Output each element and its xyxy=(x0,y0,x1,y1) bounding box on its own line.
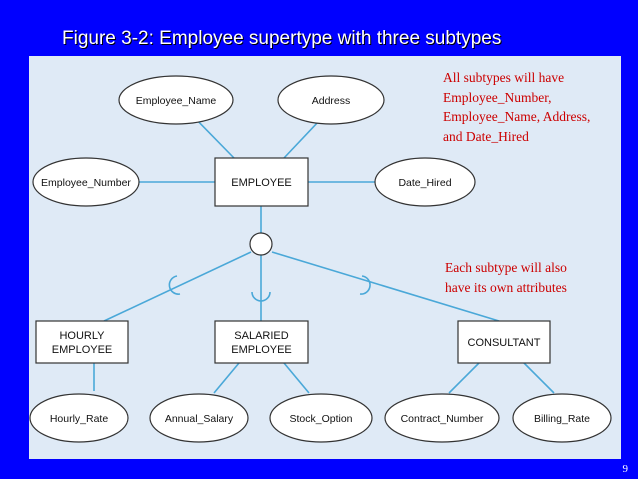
line-annual-salary xyxy=(213,362,240,394)
line-contract-number xyxy=(448,362,480,394)
slide-title: Figure 3-2: Employee supertype with thre… xyxy=(62,28,502,49)
attr-stock-option xyxy=(269,393,373,443)
entity-salaried-employee-label-2: EMPLOYEE xyxy=(231,344,292,356)
note-shared-attributes: All subtypes will have Employee_Number, … xyxy=(443,70,591,144)
subset-symbol-consultant xyxy=(359,275,371,295)
entity-employee xyxy=(214,157,309,207)
line-stock-option xyxy=(283,362,310,394)
subset-symbol-hourly xyxy=(168,275,181,295)
line-circle-hourly xyxy=(103,251,252,322)
entity-salaried-employee xyxy=(214,320,309,364)
subset-symbol-salaried xyxy=(251,291,271,302)
attr-billing-rate xyxy=(512,393,612,443)
entity-consultant-label: CONSULTANT xyxy=(468,337,541,349)
attr-annual-salary xyxy=(149,393,249,443)
diagram-panel: EMPLOYEE Employee_Name Address Employee_… xyxy=(29,56,621,459)
entity-employee-label: EMPLOYEE xyxy=(231,177,292,189)
page-number: 9 xyxy=(622,463,629,475)
attr-address-label: Address xyxy=(312,95,351,107)
entity-hourly-employee-label-1: HOURLY xyxy=(59,330,105,342)
line-billing-rate xyxy=(523,362,555,394)
entity-hourly-employee-label-2: EMPLOYEE xyxy=(52,344,113,356)
attr-date-hired xyxy=(374,157,476,207)
attr-stock-option-label: Stock_Option xyxy=(289,413,352,425)
attr-employee-number-label: Employee_Number xyxy=(41,177,131,189)
entity-hourly-employee xyxy=(35,320,129,364)
line-circle-consultant xyxy=(271,251,500,322)
note-own-attributes: Each subtype will also have its own attr… xyxy=(445,260,567,295)
attr-annual-salary-label: Annual_Salary xyxy=(165,413,234,425)
attr-address xyxy=(277,75,385,125)
attr-date-hired-label: Date_Hired xyxy=(398,177,451,189)
attr-contract-number-label: Contract_Number xyxy=(401,413,484,425)
entity-consultant xyxy=(457,320,551,364)
er-diagram: EMPLOYEE Employee_Name Address Employee_… xyxy=(29,75,612,443)
attr-contract-number xyxy=(384,393,500,443)
attr-employee-number xyxy=(32,157,140,207)
subtype-circle xyxy=(249,232,273,256)
attr-hourly-rate xyxy=(29,393,129,443)
attr-hourly-rate-label: Hourly_Rate xyxy=(50,413,109,425)
attr-employee-name-label: Employee_Name xyxy=(136,95,217,107)
attr-employee-name xyxy=(118,75,234,125)
attr-billing-rate-label: Billing_Rate xyxy=(534,413,590,425)
line-address xyxy=(283,120,320,159)
entity-salaried-employee-label-1: SALARIED xyxy=(234,330,288,342)
